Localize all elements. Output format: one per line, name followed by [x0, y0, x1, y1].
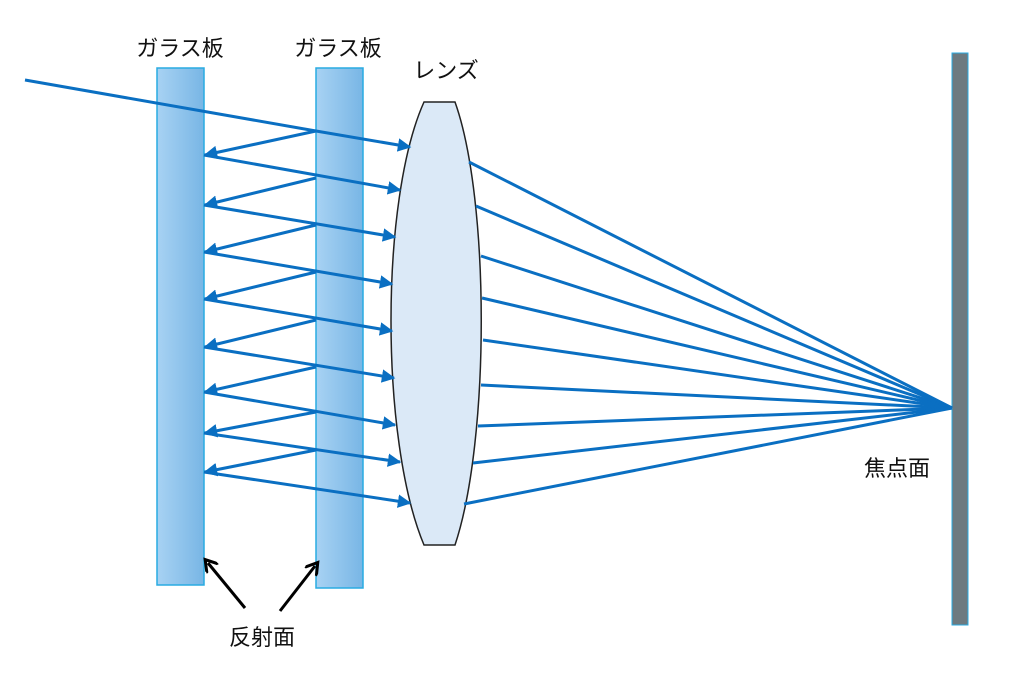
focal-plane-screen	[951, 52, 969, 626]
focal-plane-label: 焦点面	[864, 457, 930, 482]
transmitted-ray	[203, 390, 397, 430]
incident-ray	[24, 78, 317, 133]
transmitted-ray	[203, 250, 394, 289]
transmitted-ray	[203, 470, 412, 508]
reflected-ray	[203, 223, 317, 256]
transmitted-ray	[203, 203, 397, 242]
focused-ray	[475, 204, 953, 410]
transmitted-ray	[203, 297, 394, 336]
glass-plate-1	[156, 67, 205, 586]
focused-ray	[481, 296, 953, 410]
pointer-arrow-plate-1	[208, 563, 247, 609]
reflective-surface-label: 反射面	[229, 626, 295, 651]
reflected-ray	[203, 176, 317, 209]
focused-ray	[480, 383, 953, 410]
focused-ray	[482, 338, 953, 410]
lens	[390, 101, 482, 546]
focused-ray	[463, 406, 953, 506]
glass-plate-2-label: ガラス板	[294, 37, 382, 62]
transmitted-ray	[203, 431, 402, 467]
reflected-ray	[203, 318, 317, 351]
transmitted-ray	[203, 153, 402, 195]
glass-plate-1-label: ガラス板	[136, 37, 224, 62]
reflected-ray	[203, 448, 317, 477]
focused-ray	[480, 254, 953, 410]
pointer-arrow-plate-2	[278, 566, 315, 612]
focused-ray	[472, 406, 953, 465]
focused-ray	[477, 406, 953, 428]
reflected-ray	[203, 365, 317, 396]
transmitted-ray	[203, 345, 396, 383]
reflected-ray	[203, 129, 317, 160]
lens-label: レンズ	[413, 59, 479, 84]
glass-plate-2	[315, 67, 364, 589]
focused-ray	[468, 160, 953, 410]
reflected-ray	[203, 410, 317, 438]
reflected-ray	[203, 270, 317, 303]
transmitted-ray	[315, 129, 412, 152]
light-rays	[24, 78, 953, 508]
